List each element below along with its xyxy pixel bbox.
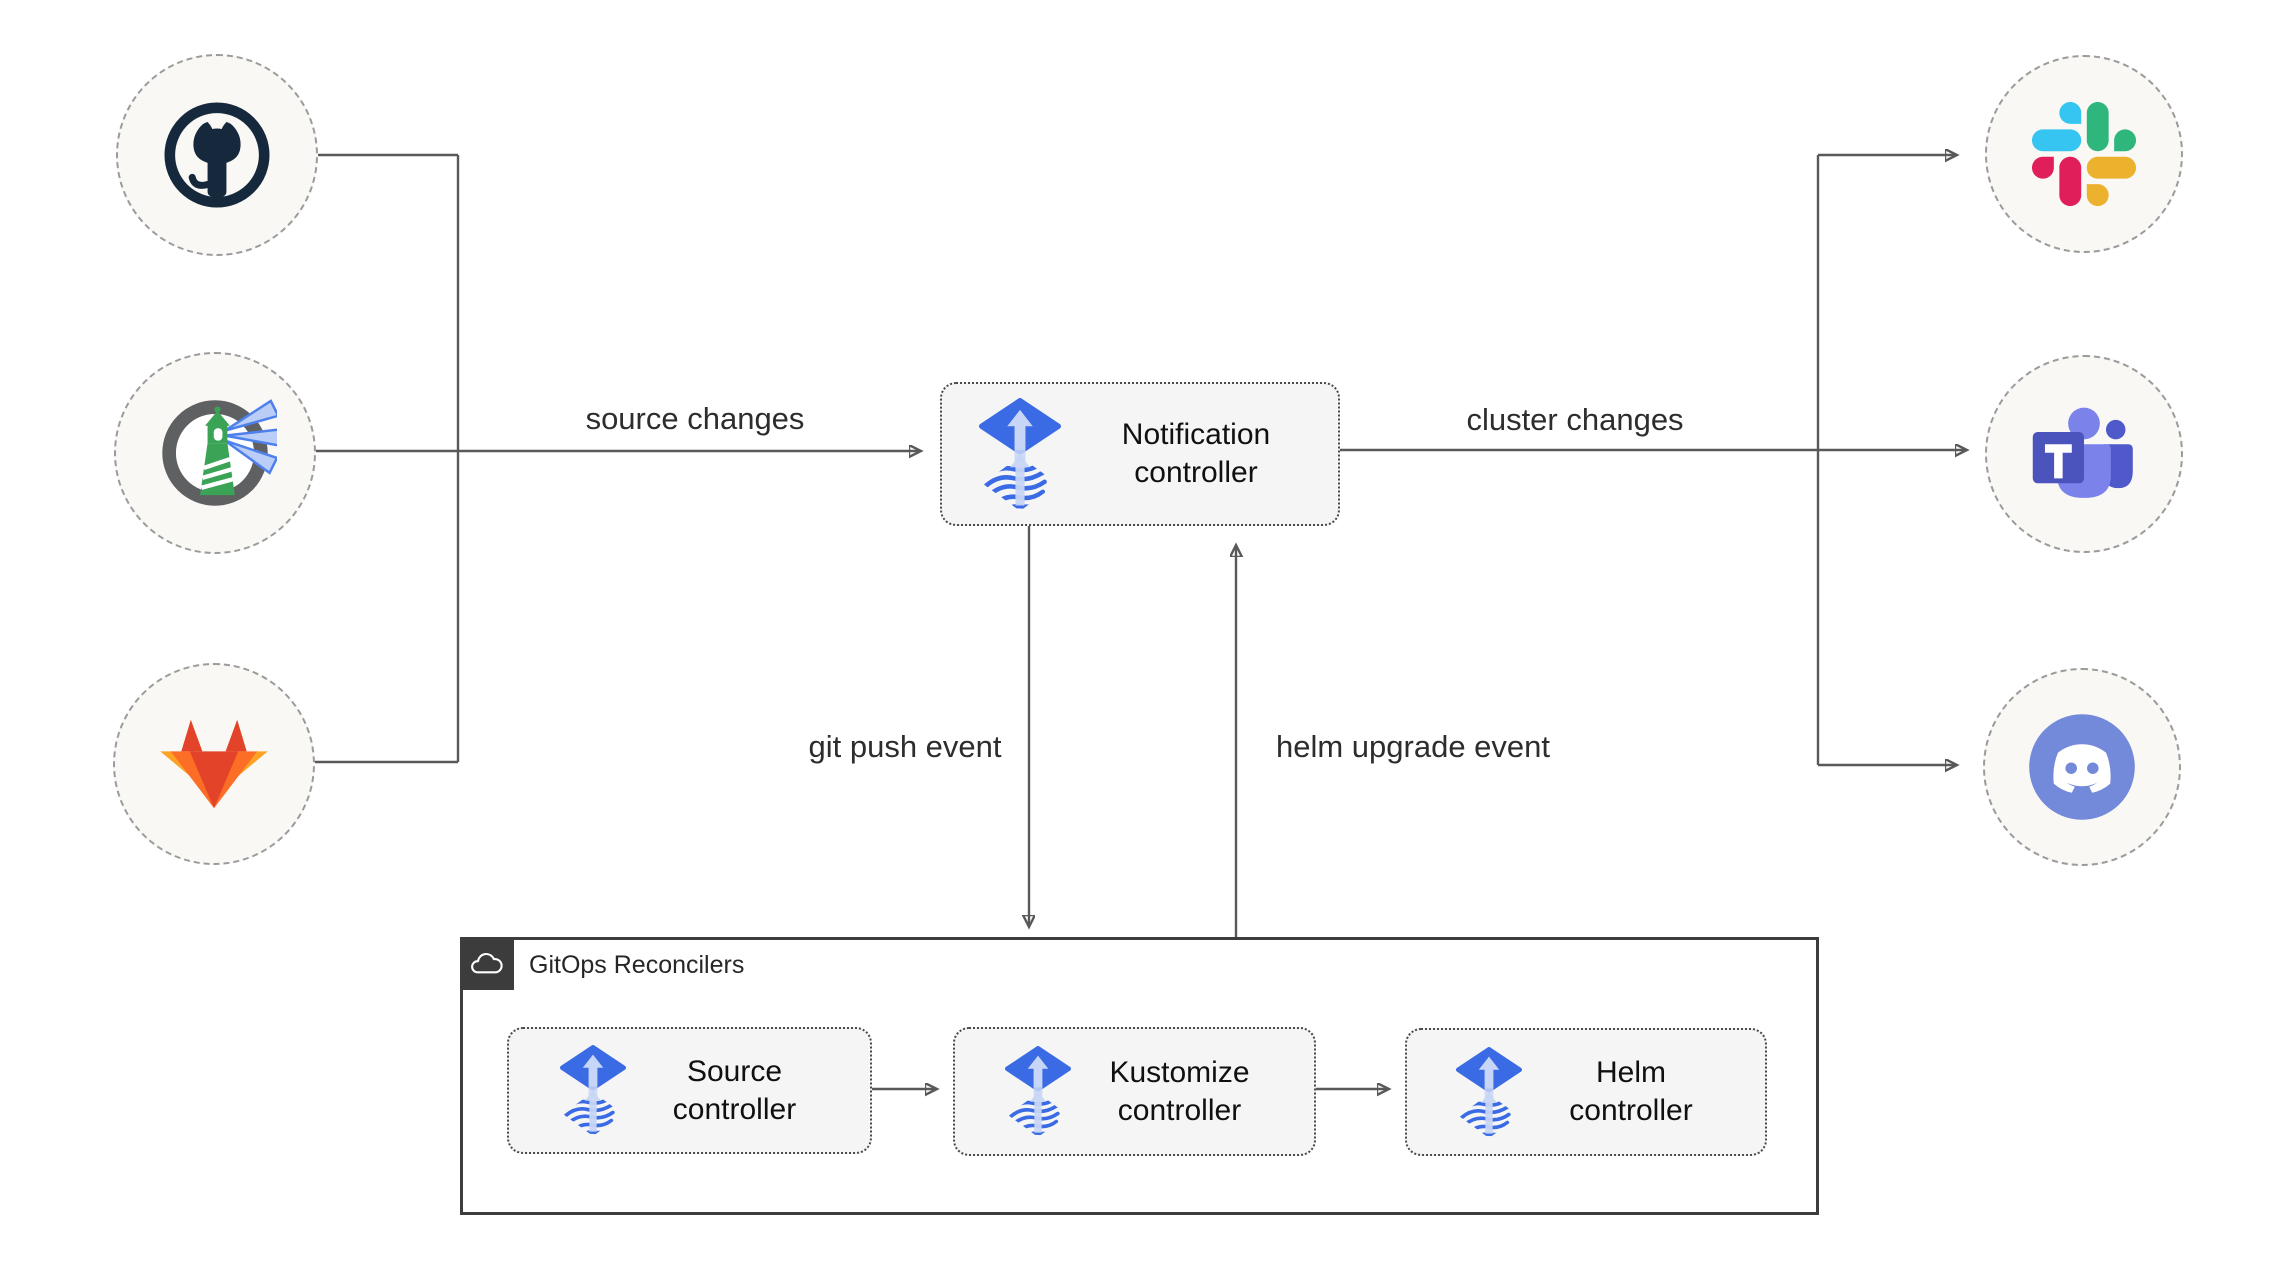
- node-github: [116, 54, 318, 256]
- slack-icon: [2032, 102, 2136, 206]
- flux-icon: [1005, 1046, 1071, 1137]
- gitops-reconcilers-title: GitOps Reconcilers: [529, 951, 745, 979]
- microsoft-teams-icon: [2032, 407, 2133, 498]
- node-helm-controller: Helm controller: [1405, 1028, 1767, 1156]
- node-harbor: [114, 352, 316, 554]
- gitops-reconcilers-container: GitOps Reconcilers: [460, 937, 1819, 1215]
- edge-label-source-changes: source changes: [585, 401, 805, 436]
- notification-controller-label: Notification controller: [1121, 418, 1271, 489]
- cloud-icon: [471, 952, 503, 973]
- github-icon: [164, 102, 270, 208]
- gitlab-icon: [160, 719, 268, 809]
- flux-icon: [1456, 1047, 1522, 1138]
- edge-label-cluster-changes: cluster changes: [1466, 402, 1684, 437]
- harbor-icon: [162, 399, 277, 506]
- helm-controller-label: Helm controller: [1569, 1056, 1693, 1127]
- flux-icon: [979, 398, 1061, 511]
- edge-label-git-push-event: git push event: [808, 729, 1002, 764]
- discord-icon: [2029, 714, 2135, 820]
- kustomize-controller-label: Kustomize controller: [1109, 1055, 1250, 1127]
- edge-label-helm-upgrade-event: helm upgrade event: [1275, 729, 1551, 764]
- node-source-controller: Source controller: [507, 1027, 872, 1154]
- node-kustomize-controller: Kustomize controller: [953, 1027, 1316, 1156]
- source-controller-label: Source controller: [672, 1054, 797, 1126]
- node-slack: [1985, 55, 2183, 253]
- node-gitlab: [113, 663, 315, 865]
- node-notification-controller: Notification controller: [940, 382, 1340, 526]
- flux-icon: [560, 1045, 626, 1136]
- node-discord: [1983, 668, 2181, 866]
- node-teams: [1985, 355, 2183, 553]
- gitops-header-badge: [460, 937, 514, 990]
